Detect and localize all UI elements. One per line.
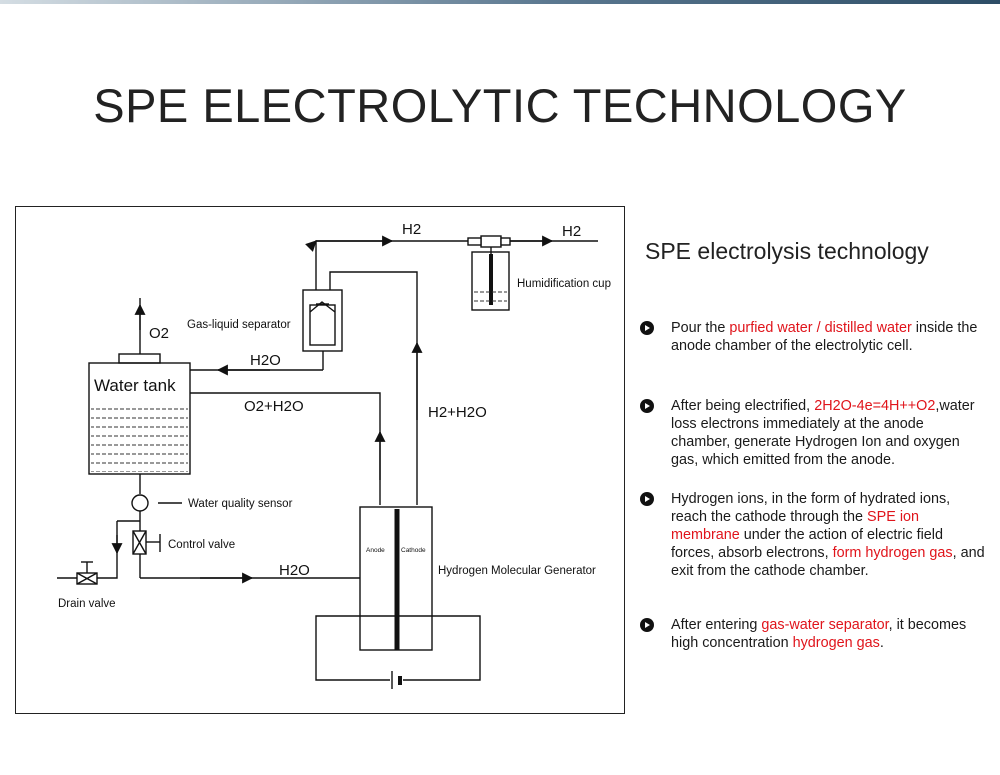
play-bullet-icon xyxy=(640,321,654,335)
drain-valve-label: Drain valve xyxy=(58,598,116,610)
h2o-return-label: H2O xyxy=(250,352,281,369)
o2-label: O2 xyxy=(149,325,169,342)
generator-label: Hydrogen Molecular Generator xyxy=(438,565,596,577)
top-rule xyxy=(0,0,1000,4)
o2-h2o-label: O2+H2O xyxy=(244,398,304,415)
humidification-cup xyxy=(471,251,510,311)
step-3-text: Hydrogen ions, in the form of hydrated i… xyxy=(671,491,985,579)
step-1: Pour the purfied water / distilled water… xyxy=(640,319,985,355)
drain-line xyxy=(97,521,118,579)
step-4-text: After entering gas-water separator, it b… xyxy=(671,617,967,651)
h2-label-out: H2 xyxy=(562,223,581,240)
anode-label: Anode xyxy=(366,547,385,554)
h2o-feed-label: H2O xyxy=(279,562,310,579)
humidification-cup-label: Humidification cup xyxy=(517,278,611,290)
power-circuit xyxy=(315,615,481,681)
step-2: After being electrified, 2H2O-4e=4H++O2,… xyxy=(640,397,985,469)
tank-water xyxy=(91,406,188,472)
h2-h2o-label: H2+H2O xyxy=(428,404,487,421)
cup-fitting xyxy=(480,235,502,248)
cup-water xyxy=(474,286,507,308)
gas-liquid-separator xyxy=(302,289,343,352)
h2-label-top: H2 xyxy=(402,221,421,238)
play-bullet-icon xyxy=(640,399,654,413)
water-quality-sensor xyxy=(131,494,149,512)
gas-liquid-separator-label: Gas-liquid separator xyxy=(187,319,291,331)
h2-line-top xyxy=(305,240,468,290)
water-quality-sensor-label: Water quality sensor xyxy=(188,498,293,510)
step-2-text: After being electrified, 2H2O-4e=4H++O2,… xyxy=(671,398,975,468)
step-4: After entering gas-water separator, it b… xyxy=(640,616,985,652)
step-1-text: Pour the purfied water / distilled water… xyxy=(671,320,978,354)
water-tank-label: Water tank xyxy=(94,376,176,395)
panel-title: SPE electrolysis technology xyxy=(645,238,929,264)
h2-h2o-riser xyxy=(329,271,418,505)
play-bullet-icon xyxy=(640,618,654,632)
control-valve-label: Control valve xyxy=(168,539,235,551)
page-title: SPE ELECTROLYTIC TECHNOLOGY xyxy=(93,79,907,132)
cathode-label: Cathode xyxy=(401,547,426,554)
play-bullet-icon xyxy=(640,492,654,506)
diagram-frame xyxy=(15,206,625,714)
step-3: Hydrogen ions, in the form of hydrated i… xyxy=(640,490,985,580)
